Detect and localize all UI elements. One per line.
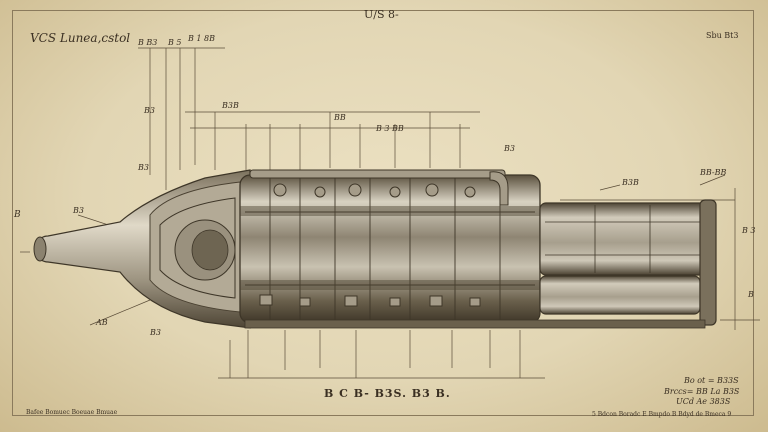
callout-side-right: B [748,290,754,299]
callout-right-b: B3B [622,178,639,187]
callout-bottom-left: B3 [150,328,161,337]
note-3: UCd Ae 383S [676,397,731,406]
callout-left-c: AB [96,318,108,327]
callout-mid-top: B 3 BB [376,124,404,133]
base-rail [244,319,706,329]
body-ribs [245,178,535,320]
top-mark: U/S 8- [364,8,399,21]
callout-upper-2: B3B [222,101,239,110]
aft-flange [699,199,717,326]
callout-upper-3: BB [334,113,346,122]
lower-tank [539,275,701,315]
callout-left-a: B3 [138,163,149,172]
drawing-title: VCS Lunea,cstol [30,31,131,45]
top-pipework [249,169,509,307]
callout-top-3: B 1 8B [188,34,216,43]
nose-tip [33,236,47,262]
callout-upper-4: B3 [504,144,515,153]
sheet-number: Sbu Bt3 [706,31,739,40]
callout-top-1: B B3 [138,38,158,47]
drawing-caption: B C B- B3S. B3 B. [324,387,451,400]
footer-left: Bafee Bomuec Boeuae Bmuae [26,409,118,416]
note-2: Brccs= BB La B3S [664,387,740,396]
callout-top-2: B 5 [168,38,182,47]
drawing-frame [12,10,754,416]
upper-tank [539,202,713,276]
callout-upper-1: B3 [144,106,155,115]
callout-right-c: B 3 [742,226,756,235]
footer-right: 5 Bdcon Boradc E Bmpdo B Bdyd de Bmeca 9 [592,411,732,418]
callout-right-top: BB-BB [700,168,727,177]
note-1: Bo ot = B33S [684,376,739,385]
callout-nose-left: B [14,210,21,220]
dimension-lines [20,47,760,379]
callout-left-b: B3 [73,206,84,215]
